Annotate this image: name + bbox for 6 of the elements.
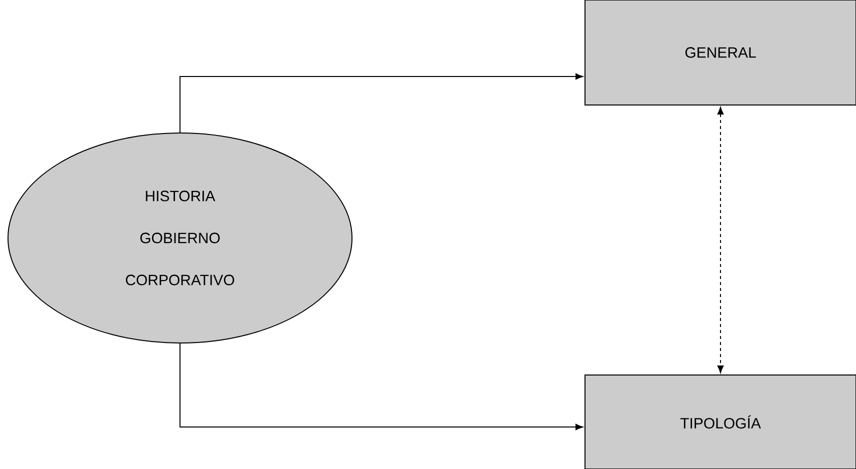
arrow <box>717 107 724 373</box>
process-box: TIPOLOGÍA <box>584 374 856 469</box>
ellipse-node: HISTORIA GOBIERNO CORPORATIVO <box>8 132 352 344</box>
arrow <box>180 343 584 430</box>
arrow <box>180 73 584 133</box>
process-box: GENERAL <box>584 0 856 106</box>
